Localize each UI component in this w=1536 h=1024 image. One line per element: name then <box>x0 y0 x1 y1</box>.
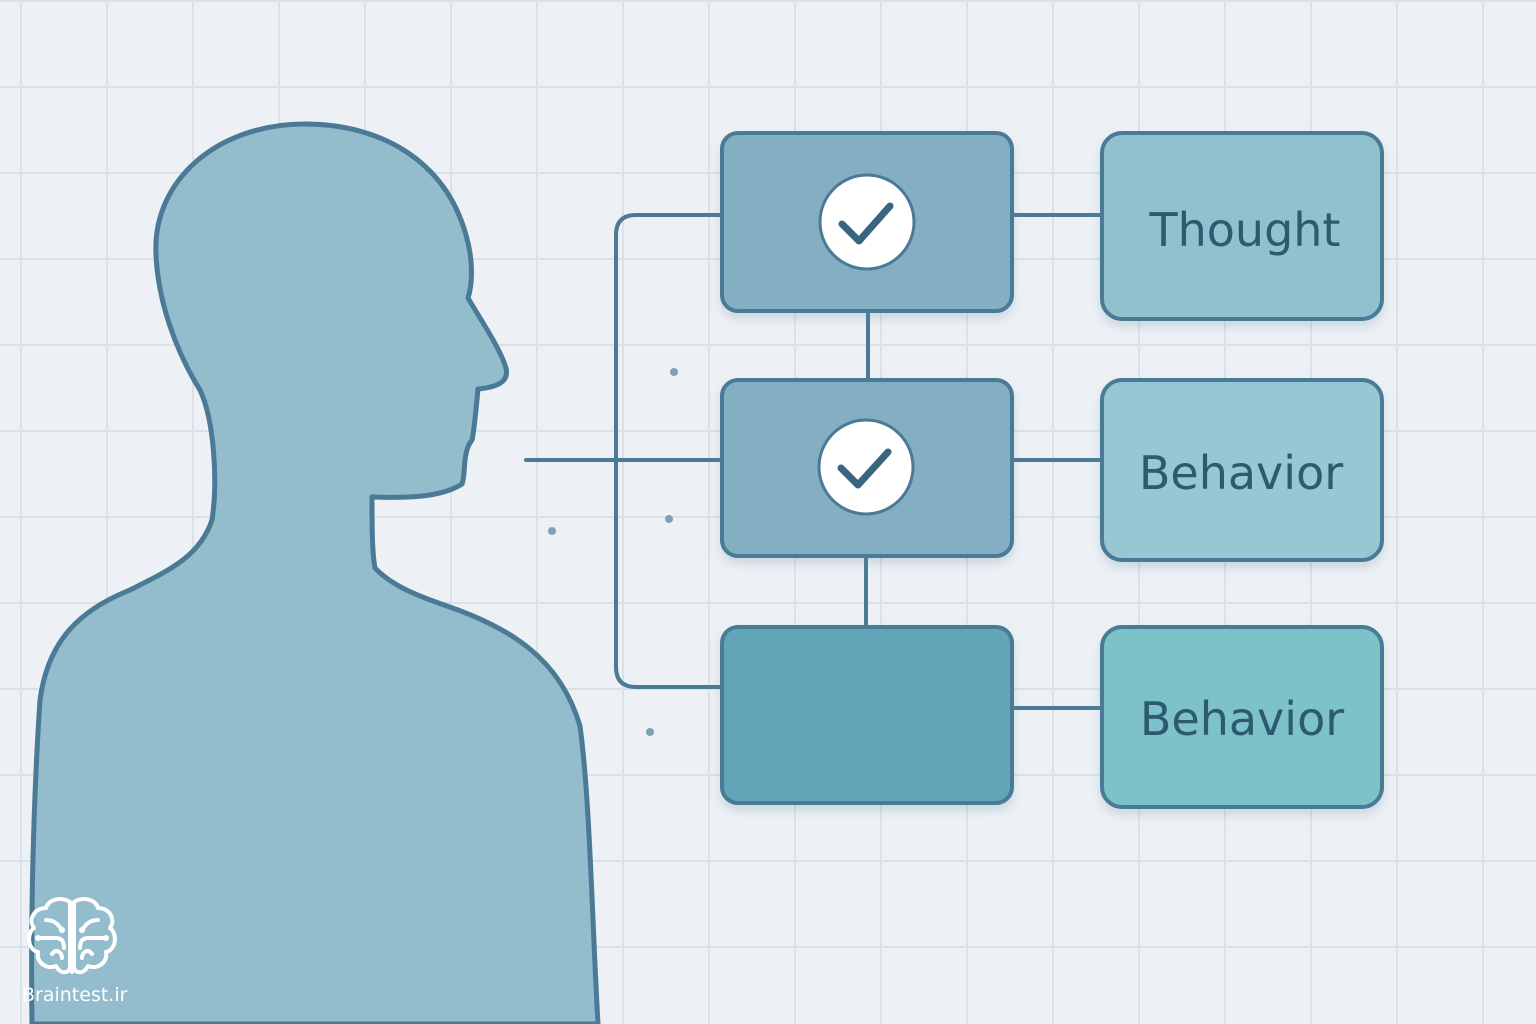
label-box-behavior-1 <box>1100 378 1384 562</box>
decorative-dots <box>548 368 678 736</box>
brain-icon <box>27 897 117 975</box>
label-thought: Thought <box>1149 203 1341 257</box>
dot <box>670 368 678 376</box>
label-box-thought <box>1100 131 1384 321</box>
left-bracket-line <box>614 213 724 689</box>
label-behavior-2: Behavior <box>1140 692 1344 746</box>
watermark: Braintest.ir <box>22 892 128 1012</box>
dot <box>548 527 556 535</box>
checkmark-icon <box>817 418 915 516</box>
label-behavior-1: Behavior <box>1139 446 1343 500</box>
checkmark-icon <box>818 173 916 271</box>
person-silhouette <box>29 121 601 1024</box>
label-box-behavior-2 <box>1100 625 1384 809</box>
dot <box>646 728 654 736</box>
dot <box>665 515 673 523</box>
watermark-text: Braintest.ir <box>22 984 128 1006</box>
connector-lines <box>524 213 1104 710</box>
node-box-bottom <box>720 625 1014 805</box>
